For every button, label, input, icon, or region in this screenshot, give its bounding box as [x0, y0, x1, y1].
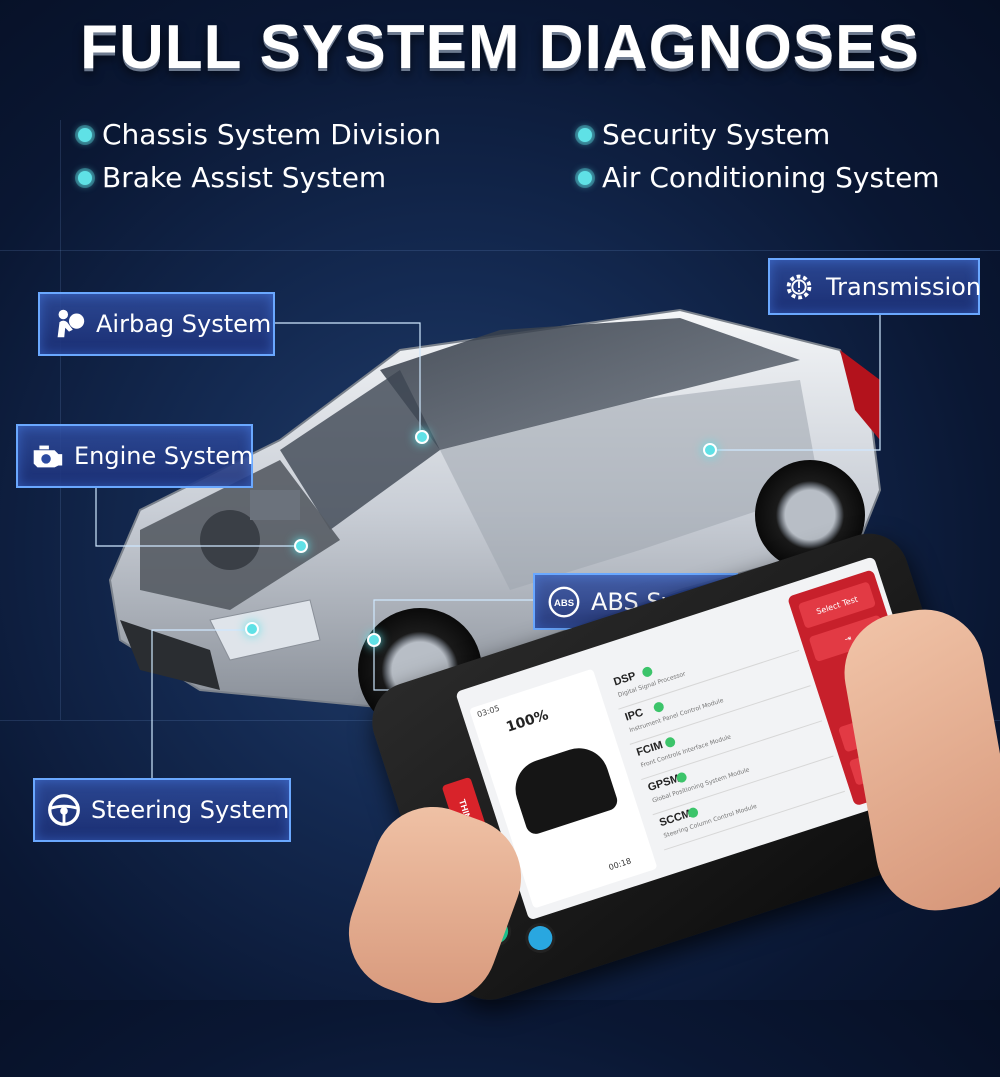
label-text: Airbag System — [96, 310, 272, 338]
feature-item: Security System — [578, 118, 830, 151]
feature-label: Security System — [602, 118, 831, 151]
feature-item: Air Conditioning System — [578, 161, 940, 194]
label-steering-system: Steering System — [33, 778, 291, 842]
connector-dot-airbag — [415, 430, 429, 444]
status-ok-icon — [652, 700, 666, 714]
bullet-dot — [78, 127, 92, 142]
module-code: IPC — [623, 706, 645, 724]
label-text: Transmission — [826, 272, 982, 301]
connector-dot-abs — [367, 633, 381, 647]
bullet-dot — [78, 170, 92, 185]
bluetooth-button[interactable] — [521, 919, 560, 957]
connector-dot-transmission — [703, 443, 717, 457]
progress-readout: 100% — [504, 707, 551, 736]
vehicle-image — [507, 740, 620, 837]
background-line — [60, 120, 61, 720]
feature-label: Air Conditioning System — [602, 161, 940, 194]
page-title: FULL SYSTEM DIAGNOSES — [80, 13, 920, 82]
label-text: Steering System — [91, 796, 290, 824]
svg-text:ABS: ABS — [554, 597, 574, 608]
gear-icon — [780, 266, 818, 308]
feature-label: Brake Assist System — [102, 161, 387, 194]
bullet-dot — [578, 170, 592, 185]
label-transmission: Transmission — [768, 258, 982, 315]
label-airbag-system: Airbag System — [38, 292, 275, 356]
bullet-dot — [578, 127, 592, 142]
abs-icon: ABS — [545, 581, 583, 623]
feature-item: Chassis System Division — [78, 118, 441, 151]
connector-dot-steering — [245, 622, 259, 636]
airbag-icon — [50, 303, 88, 345]
connector-dot-engine — [294, 539, 308, 553]
engine-icon — [28, 435, 66, 477]
label-engine-system: Engine System — [16, 424, 253, 488]
timer-readout: 00:18 — [607, 856, 633, 873]
label-text: Engine System — [74, 442, 254, 470]
steering-wheel-icon — [45, 789, 83, 831]
background-line — [0, 250, 1000, 251]
feature-label: Chassis System Division — [102, 118, 442, 151]
status-ok-icon — [663, 735, 677, 749]
feature-item: Brake Assist System — [78, 161, 386, 194]
status-ok-icon — [641, 665, 654, 679]
time-readout: 03:05 — [475, 703, 501, 720]
